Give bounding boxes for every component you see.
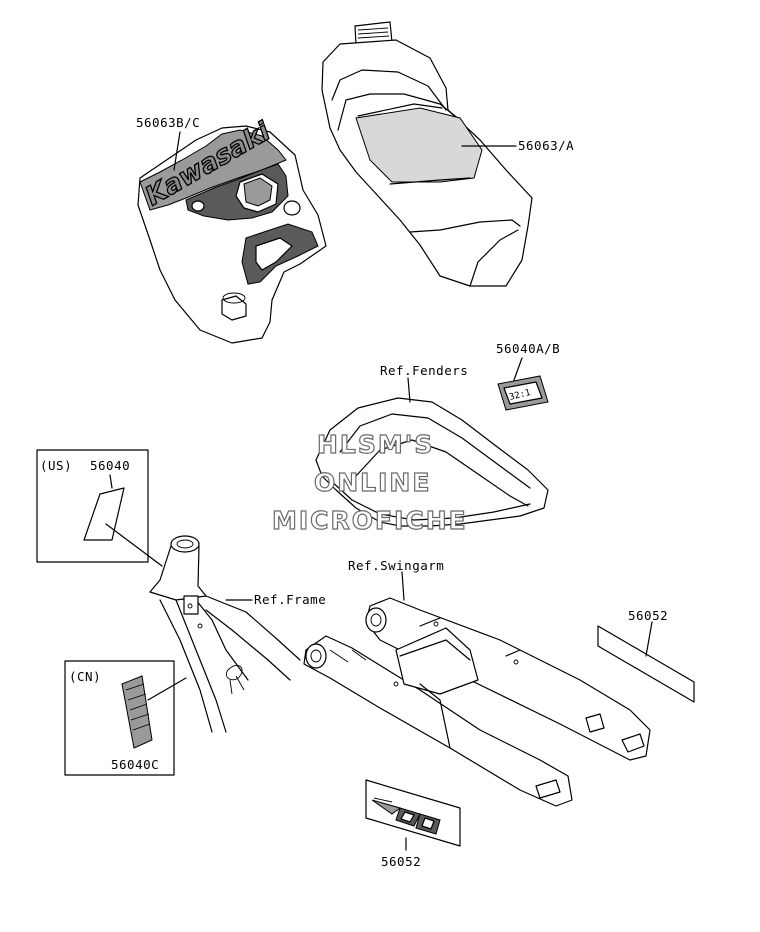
callout-56052-right[interactable]: 56052 [628,608,668,623]
watermark-line2: ONLINE [314,468,431,497]
callout-56063A[interactable]: 56063/A [518,138,574,153]
swingarm [303,597,651,807]
leader-cn-to-frame [147,677,187,701]
watermark: HLSM'S ONLINE MICROFICHE [271,429,468,535]
leader-fender-label [513,357,523,381]
cn-region-label: (CN) [69,669,101,684]
fuel-tank[interactable] [321,21,533,287]
swingarm-decal-right[interactable] [597,625,695,703]
leader-us-label [109,474,113,489]
ratio-label-decal[interactable]: 32:1 [497,375,549,411]
swingarm-decal-bottom[interactable] [365,779,461,847]
callout-56063BC[interactable]: 56063B/C [136,115,200,130]
leader-swingarm-right [645,621,653,657]
us-label-box [36,449,149,563]
leader-ref-swingarm [401,571,405,601]
callout-56040[interactable]: 56040 [90,458,130,473]
watermark-line3: MICROFICHE [272,506,468,535]
callout-56040C[interactable]: 56040C [111,757,159,772]
frame [149,535,301,733]
leader-shroud [173,131,181,171]
leader-us-to-frame [105,523,163,567]
us-region-label: (US) [40,458,72,473]
leader-ref-fenders [407,377,411,403]
callout-56052-bottom[interactable]: 56052 [381,854,421,869]
cn-label-decal[interactable] [121,675,153,749]
callout-ref-frame: Ref.Frame [254,592,326,607]
cn-label-box [64,660,175,776]
us-label-decal[interactable] [83,487,125,541]
callout-56040AB[interactable]: 56040A/B [496,341,560,356]
watermark-line1: HLSM'S [317,430,434,459]
callout-ref-fenders: Ref.Fenders [380,363,468,378]
front-fender [315,397,549,527]
callout-ref-swingarm: Ref.Swingarm [348,558,444,573]
shroud-decal[interactable]: Kawasaki [137,116,327,344]
